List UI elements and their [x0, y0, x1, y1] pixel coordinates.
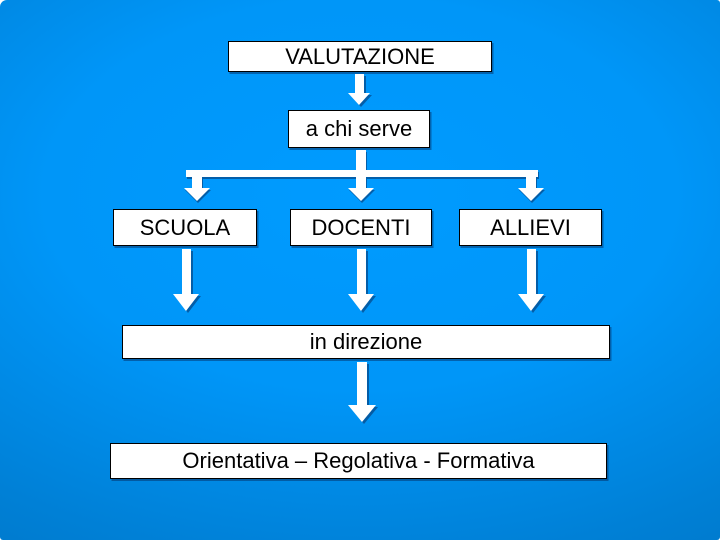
- node-a-chi-serve-label: a chi serve: [305, 116, 413, 141]
- node-valutazione: VALUTAZIONE: [228, 41, 492, 72]
- node-in-direzione-label: in direzione: [309, 329, 423, 354]
- node-in-direzione: in direzione: [122, 325, 610, 359]
- arrow-down-icon: [518, 188, 544, 201]
- arrow-down-icon: [348, 362, 376, 422]
- arrow-down-icon: [348, 188, 374, 201]
- node-valutazione-label: VALUTAZIONE: [285, 43, 435, 69]
- node-allievi-label: ALLIEVI: [490, 214, 571, 240]
- arrow-down-icon: [348, 249, 374, 311]
- node-orientativa-regolativa-formativa: Orientativa – Regolativa - Formativa: [110, 443, 607, 479]
- node-docenti-label: DOCENTI: [311, 214, 411, 240]
- node-a-chi-serve: a chi serve: [288, 110, 430, 148]
- arrow-down-icon: [518, 249, 544, 311]
- node-outcome-label: Orientativa – Regolativa - Formativa: [182, 448, 535, 473]
- node-docenti: DOCENTI: [290, 209, 432, 246]
- arrow-down-icon: [184, 188, 210, 201]
- node-allievi: ALLIEVI: [459, 209, 602, 246]
- arrow-down-icon: [173, 249, 199, 311]
- arrow-down-icon: [348, 74, 370, 105]
- branch-connector: [180, 150, 544, 202]
- node-scuola-label: SCUOLA: [139, 214, 231, 240]
- node-scuola: SCUOLA: [113, 209, 257, 246]
